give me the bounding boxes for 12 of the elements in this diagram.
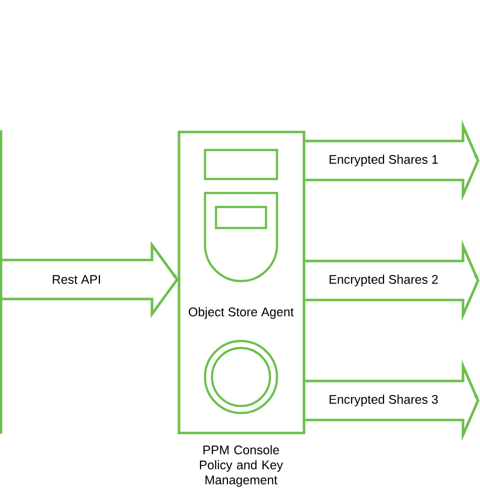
node-caption: PPM Console Policy and Key Management — [200, 445, 283, 487]
block-arrow — [1, 241, 179, 318]
edge-label: Encrypted Shares 3 — [330, 394, 438, 406]
node-label: Object Store Agent — [188, 307, 294, 319]
edge-label: Encrypted Shares 2 — [330, 274, 438, 286]
box — [0, 130, 2, 434]
edge-label: Encrypted Shares 1 — [330, 154, 438, 166]
block-arrow — [304, 360, 480, 442]
edge-label: Rest API — [52, 275, 100, 284]
block-arrow — [304, 120, 480, 202]
server-box — [178, 130, 306, 434]
block-arrow — [304, 240, 480, 322]
